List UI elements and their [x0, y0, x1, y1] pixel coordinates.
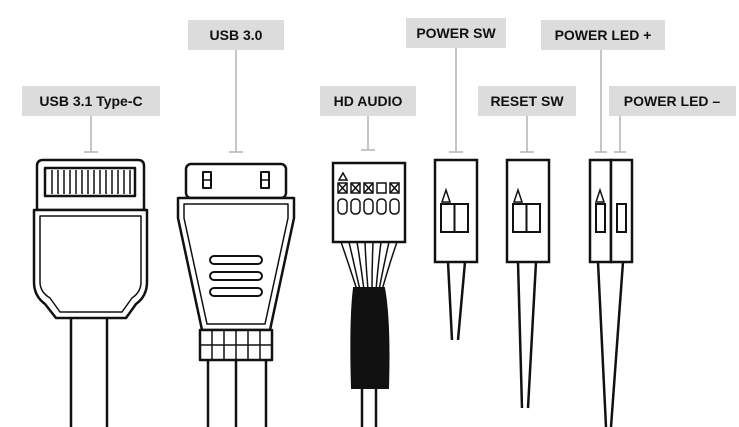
leader-lines: [84, 48, 626, 153]
leader-line-power-led-minus: [614, 116, 626, 153]
power-sw-connector: [433, 158, 479, 341]
label-reset-sw: RESET SW: [478, 86, 576, 116]
usb31-typec-connector: [32, 158, 149, 427]
hd-audio-connector: [331, 161, 407, 427]
label-text-reset-sw: RESET SW: [490, 93, 564, 109]
leader-line-reset-sw: [520, 116, 534, 153]
leader-line-usb31-typec: [84, 116, 98, 153]
label-text-usb31-typec: USB 3.1 Type-C: [39, 93, 142, 109]
label-text-power-led-plus: POWER LED +: [555, 27, 652, 43]
leader-line-usb30: [229, 50, 243, 153]
label-power-led-plus: POWER LED +: [541, 20, 665, 50]
leader-line-hd-audio: [361, 116, 375, 151]
label-usb31-typec: USB 3.1 Type-C: [22, 86, 160, 116]
label-text-hd-audio: HD AUDIO: [334, 93, 403, 109]
label-hd-audio: HD AUDIO: [320, 86, 416, 116]
label-usb30: USB 3.0: [188, 20, 284, 50]
label-text-power-led-minus: POWER LED –: [624, 93, 721, 109]
leader-line-power-led-plus: [595, 50, 607, 153]
label-text-power-sw: POWER SW: [416, 25, 496, 41]
label-text-usb30: USB 3.0: [210, 27, 263, 43]
label-power-sw: POWER SW: [406, 18, 506, 48]
leader-line-power-sw: [449, 48, 463, 153]
power-led-connector: [588, 158, 634, 427]
reset-sw-connector: [505, 158, 551, 409]
label-power-led-minus: POWER LED –: [609, 86, 736, 116]
usb30-connector: [176, 162, 296, 427]
